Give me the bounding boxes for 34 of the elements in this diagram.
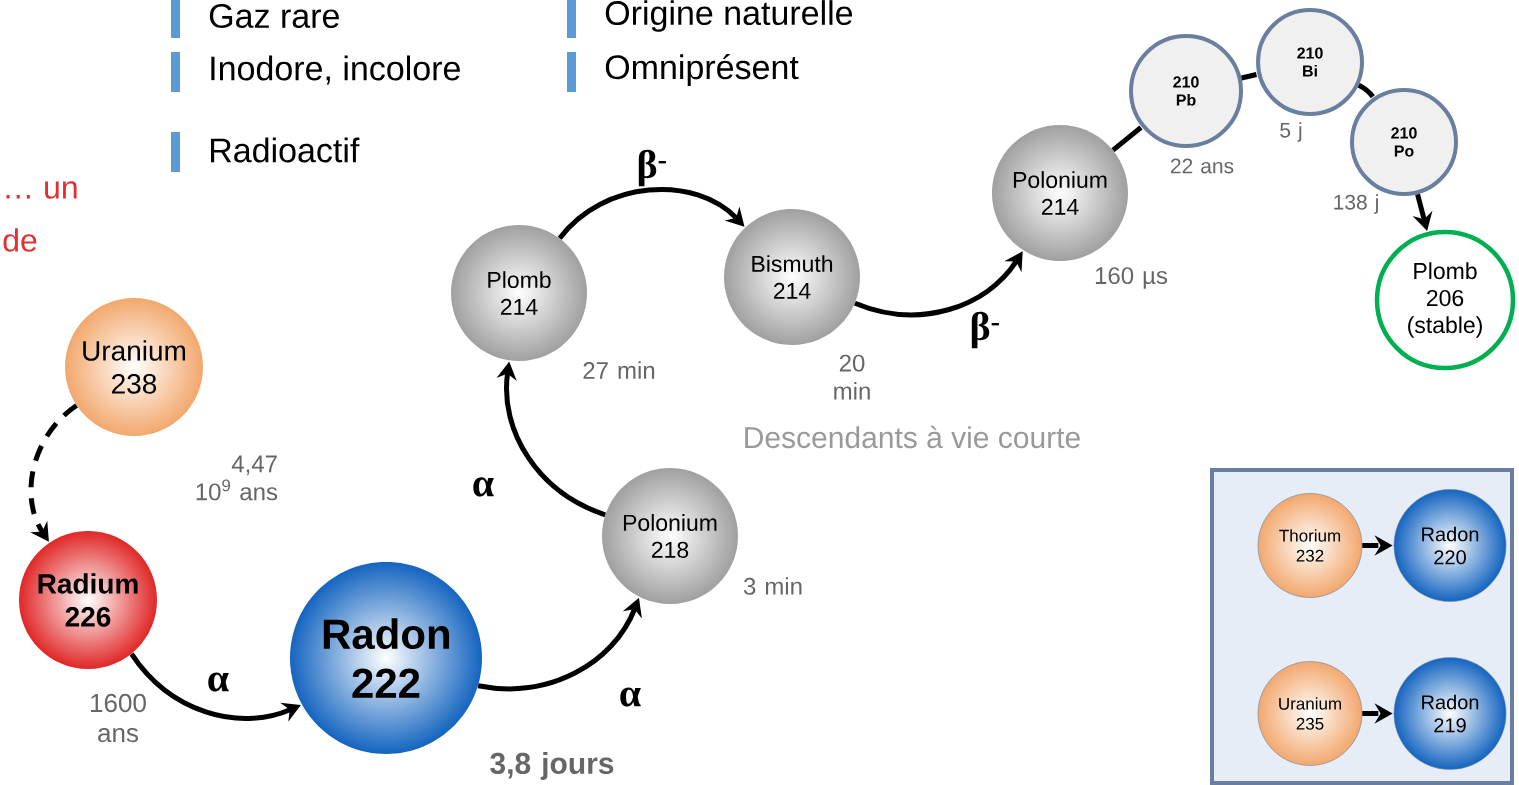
isotope-sphere: Radium 226 [38,573,138,627]
bullet-text: Omniprésent [605,53,799,87]
edge-label: β$^{-}$ [971,311,999,349]
half-life: 160 µs [1095,267,1168,289]
isotope-sphere: Polonium 214 [1013,171,1107,215]
isotope-sphere: Uranium 235 [1257,661,1363,766]
caption-text: Descendants à vie courte [745,425,1080,449]
edge-label: α [473,477,494,497]
isotope-sphere: Polonium 218 [623,514,717,558]
isotope-sphere: Plomb 214 [488,271,551,315]
isotope-sphere: Uranium 238 [83,340,186,394]
half-life: 5 j [1280,122,1302,142]
isotope-sphere: Radon 219 [1393,657,1507,770]
half-life: 27 min [583,361,655,379]
note-text: de [3,228,37,252]
edge-label: α [620,687,641,707]
bullet-text: Origine naturelle [605,0,853,32]
bullet-text: Gaz rare [209,3,339,29]
half-life: 1600 ans [91,693,146,743]
half-life: 3,8 jours [490,752,614,780]
bullet-text: Radioactif [211,137,360,163]
half-life: 20 min [834,354,870,400]
half-life: 4,47 10$^{9}$ ans [196,455,278,501]
edge-label: α [208,672,229,692]
isotope-sphere: Bismuth 214 [752,255,833,299]
isotope-sphere: Thorium 232 [1257,493,1363,598]
edge-label: β$^{-}$ [638,149,666,187]
note-text: … un [6,181,77,199]
bullet-text: Inodore, incolore [211,55,460,85]
half-life: 22 ans [1170,158,1234,174]
isotope-sphere: Radon 220 [1393,489,1507,602]
isotope-sphere: Radon 222 [323,618,450,698]
half-life: 3 min [743,577,802,595]
half-life: 138 j [1334,194,1378,214]
